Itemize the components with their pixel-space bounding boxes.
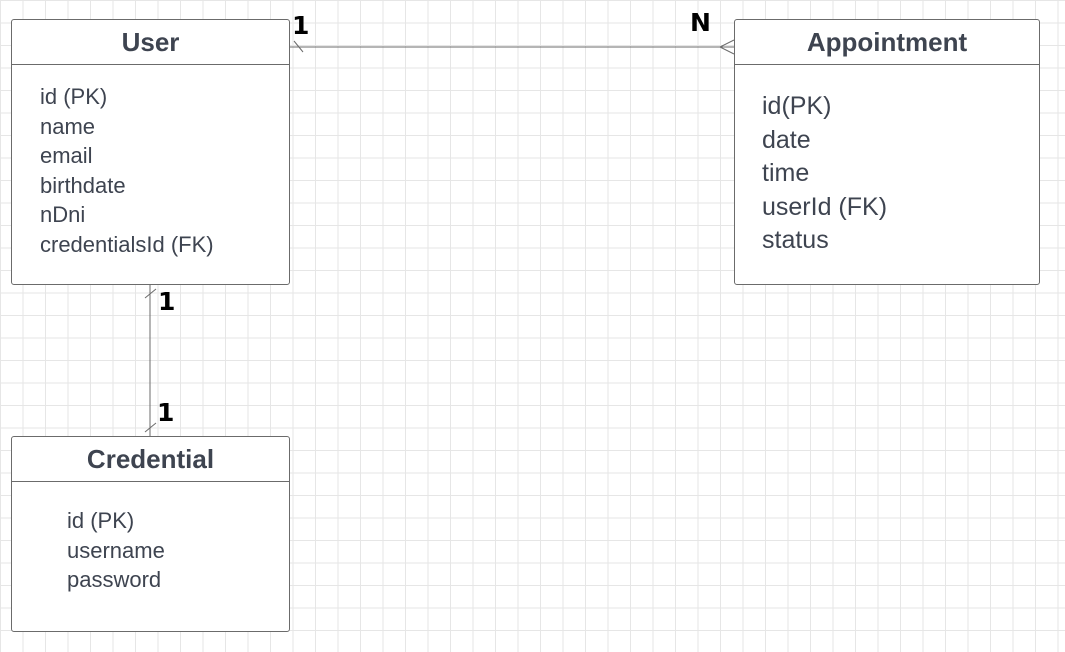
attribute: time [762,159,810,187]
cardinality-label-user-credential: 1 [158,287,176,316]
attribute: nDni [40,202,86,227]
attribute: email [40,143,93,168]
attribute: name [40,113,96,139]
attribute-list: id (PK) name email birthdate nDni creden… [40,82,214,259]
attribute-list: id(PK) date time userId (FK) status [762,90,887,258]
connector-user-appointment[interactable] [290,39,735,55]
attribute: password [67,567,162,592]
entity-title: Appointment [735,20,1039,65]
attribute: status [762,226,829,254]
entity-appointment[interactable]: Appointment id(PK) date time userId (FK)… [734,19,1040,285]
attribute: credentialsId (FK) [40,231,214,257]
one-tick-mark [144,422,157,433]
crows-foot-upper [719,39,735,48]
one-tick-mark [144,288,157,299]
crows-foot-lower [719,46,735,55]
entity-credential[interactable]: Credential id (PK) username password [11,436,290,632]
entity-user[interactable]: User id (PK) name email birthdate nDni c… [11,19,290,285]
attribute-list: id (PK) username password [67,506,165,595]
one-tick-mark [293,40,304,53]
cardinality-label-appointment-user: N [690,8,711,37]
entity-title: User [12,20,289,65]
attribute: id (PK) [67,508,135,533]
attribute: id (PK) [40,84,108,109]
connector-user-credential[interactable] [144,285,157,436]
attribute: id(PK) [762,92,832,120]
cardinality-label-credential-user: 1 [157,398,175,427]
attribute: userId (FK) [762,192,888,221]
entity-title: Credential [12,437,289,482]
attribute: username [67,537,165,563]
cardinality-label-user-appointment: 1 [292,11,310,40]
attribute: date [762,125,811,154]
attribute: birthdate [40,172,126,198]
